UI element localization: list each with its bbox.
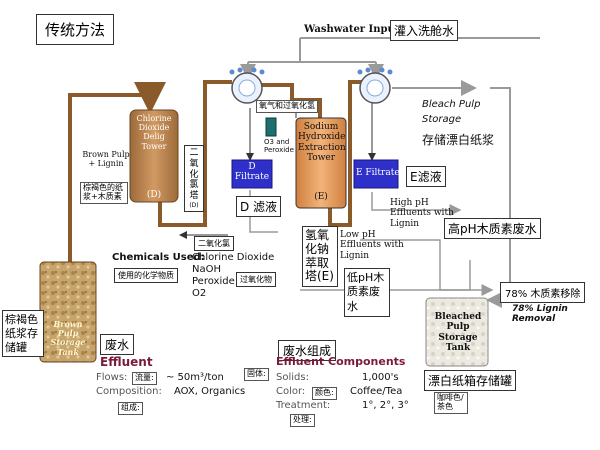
effluent-cn-label: 废水 [105, 338, 130, 352]
to-bleached-tank [486, 87, 511, 308]
low-ph-cn-box: 低pH木质素废水 [344, 268, 390, 317]
high-ph-label: High pH Effluents with Lignin [390, 198, 454, 229]
solids-cn-label: 固体: [244, 368, 269, 381]
e-filtrate-label: E Filtrate [356, 168, 400, 178]
bleached-tank-shape [425, 297, 489, 367]
o2-peroxide-cn-label: 氧气和过氧化氢 [256, 100, 318, 113]
e-tower-out-pipe [328, 80, 362, 227]
color-value-cn-label: 咖啡色/茶色 [434, 392, 468, 414]
chemical-item-2: Peroxide [192, 276, 235, 287]
d-filtrate-cn-label: D 滤液 [240, 200, 278, 214]
flows-value: ~ 50m³/ton [166, 372, 224, 383]
naoh-tower-cn-label: 氢氧化钠萃取塔(E) [305, 228, 334, 284]
naoh-tower-cn-box: 氢氧化钠萃取塔(E) [302, 226, 338, 288]
color-label: Color: [276, 386, 306, 397]
bleached-tank-cn-box: 漂白纸箱存储罐 [424, 370, 517, 391]
low-ph-cn-label: 低pH木质素废水 [347, 271, 385, 313]
e-washer [357, 67, 393, 104]
chlorine-tower-shape [129, 109, 179, 203]
d-filtrate-label: D Filtrate [234, 162, 270, 183]
solids-value: 1,000's [362, 372, 399, 383]
brown-pulp-cn-label: 棕褐色的纸浆+木质素 [80, 182, 128, 204]
high-ph-cn-box: 高pH木质素废水 [444, 218, 541, 239]
chemicals-cn-label: 使用的化学物质 [118, 271, 174, 280]
washwater-label: Washwater Input [304, 24, 400, 35]
chemicals-heading: Chemicals Used: [112, 252, 205, 263]
chemical-item-3: O2 [192, 288, 207, 299]
brown-tank-label: Brown Pulp Storage Tank [50, 319, 86, 357]
lignin-removal-label: 78% Lignin Removal [512, 304, 568, 325]
chlorine-tower-cn-label: 二氧化氯塔 [189, 148, 199, 202]
chemical-item-0: Chlorine Dioxide [192, 252, 275, 263]
naoh-tower-tag: (E) [314, 192, 328, 202]
chlorine-dioxide-cn-label: 二氧化氯 [198, 239, 230, 248]
low-ph-label: Low pH Effluents with Lignin [340, 230, 404, 261]
d-filtrate-shape [231, 159, 273, 189]
bleach-storage-cn-label: 存储漂白纸浆 [422, 133, 495, 147]
d-filtrate-cn-box: D 滤液 [236, 196, 282, 217]
naoh-tower-label: Sodium Hydroxide Extraction Tower [298, 122, 346, 164]
brown-pulp-label: Brown Pulp + Lignin [82, 150, 130, 169]
bleached-tank-cn-label: 漂白纸箱存储罐 [428, 374, 513, 388]
e-filtrate-cn-box: E滤液 [406, 166, 446, 187]
treatment-label: Treatment: [276, 400, 331, 411]
treatment-value: 1°, 2°, 3° [362, 400, 409, 411]
color-cn-label: 颜色: [312, 387, 337, 400]
treatment-cn-label: 处理: [290, 414, 315, 427]
chlorine-tower-label: Chlorine Dioxide Delig Tower [136, 114, 172, 151]
flows-label: Flows: [96, 372, 128, 383]
peroxide-cn-label: 过氧化物 [240, 275, 272, 284]
o3-peroxide-label: O3 and Peroxide [264, 138, 294, 155]
composition-label: Composition: [96, 386, 162, 397]
washwater-cn-label: 灌入洗舱水 [394, 24, 455, 38]
naoh-tower-shape [295, 117, 347, 209]
chlorine-dioxide-cn-box: 二氧化氯 [194, 236, 234, 251]
composition-value: AOX, Organics [174, 386, 246, 397]
lignin-removal-cn-label: 78% 木质素移除 [505, 289, 581, 300]
chlorine-tower-cn-tag: (D) [189, 201, 199, 209]
chemical-item-1: NaOH [192, 264, 221, 275]
color-value: Coffee/Tea [350, 386, 403, 397]
chlorine-tower-cn-box: 二氧化氯塔 (D) [184, 145, 204, 213]
title-box: 传统方法 [36, 14, 115, 45]
peroxide-cn-box: 过氧化物 [236, 272, 276, 287]
page-title: 传统方法 [45, 21, 106, 39]
solids-label: Solids: [276, 372, 309, 383]
d-washer [229, 67, 265, 104]
flows-cn-label: 流量: [132, 372, 157, 385]
washwater-cn-box: 灌入洗舱水 [390, 20, 459, 41]
components-cn-label: 废水组成 [283, 344, 332, 358]
high-ph-cn-label: 高pH木质素废水 [448, 222, 537, 236]
effluent-cn-box: 废水 [100, 334, 135, 355]
brown-pulp-pipe [68, 82, 166, 262]
lignin-removal-cn-box: 78% 木质素移除 [500, 282, 586, 303]
effluent-heading: Effluent [100, 355, 153, 369]
e-filtrate-cn-label: E滤液 [410, 170, 442, 184]
chemicals-cn-box: 使用的化学物质 [114, 268, 178, 283]
high-ph-line [371, 192, 462, 216]
o3-peroxide-vessel [265, 117, 277, 137]
d-tower-out-pipe [158, 80, 232, 227]
brown-tank-cn-box: 棕褐色纸浆存储罐 [2, 310, 44, 358]
brown-tank-cn-label: 棕褐色纸浆存储罐 [5, 313, 38, 354]
chlorine-tower-tag: (D) [146, 190, 162, 200]
bleach-storage-label: Bleach Pulp Storage [422, 99, 481, 125]
components-heading: Effluent Components [276, 355, 406, 368]
composition-cn-label: 组成: [118, 402, 143, 415]
bleached-tank-label: Bleached Pulp Storage Tank [434, 312, 482, 354]
components-cn-box: 废水组成 [278, 340, 337, 361]
e-filtrate-shape [353, 159, 399, 189]
